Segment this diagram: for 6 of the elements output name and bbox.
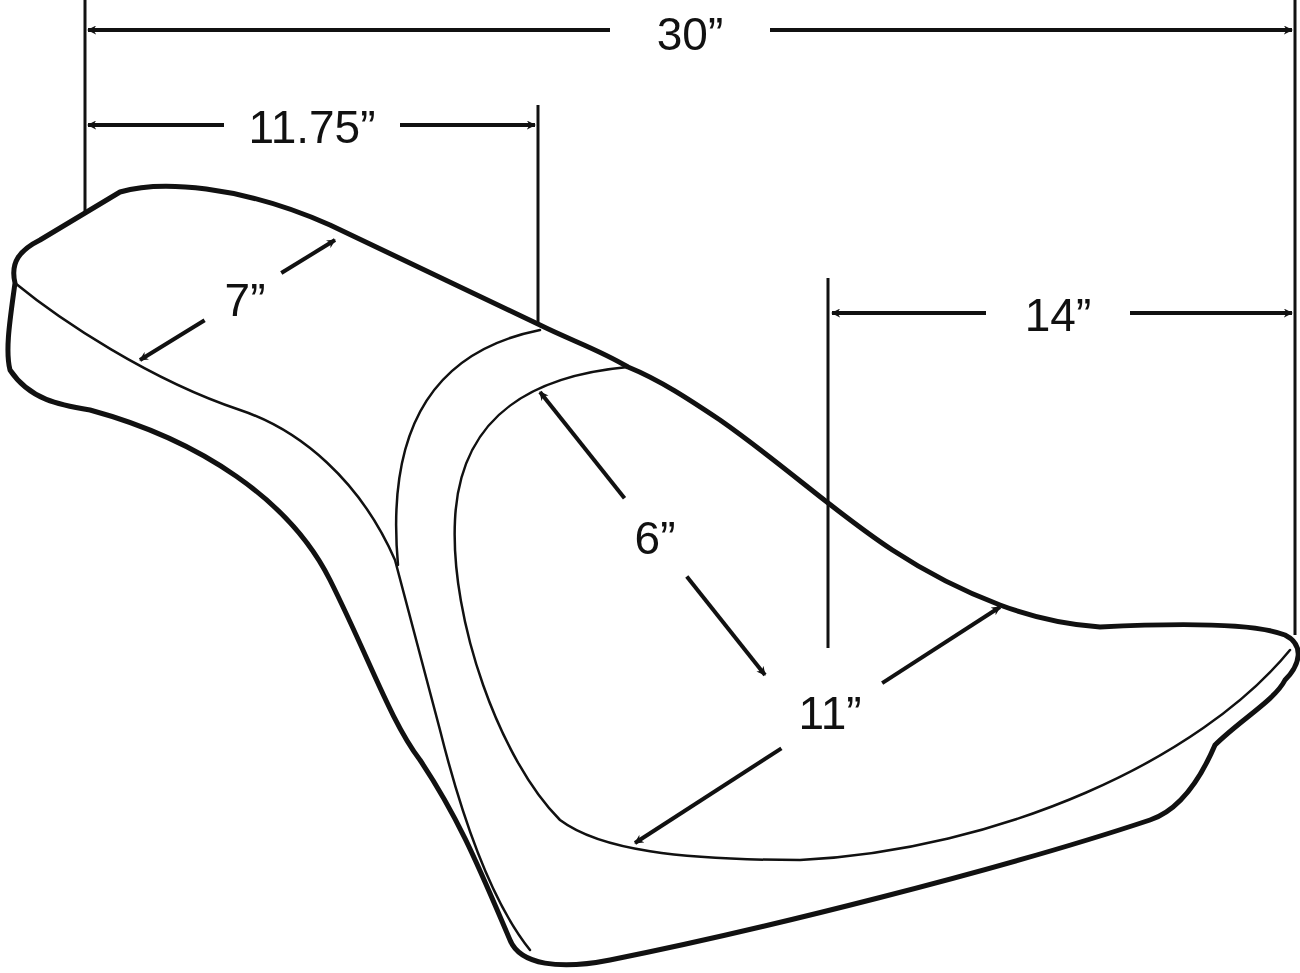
dimension-label: 30”	[656, 11, 724, 57]
dimension-label: 14”	[1024, 292, 1092, 338]
dimension-label: 11”	[798, 690, 862, 736]
dimension-label: 11.75”	[248, 104, 376, 150]
dimension-label: 6”	[634, 515, 676, 561]
dimension-label: 7”	[224, 277, 266, 323]
